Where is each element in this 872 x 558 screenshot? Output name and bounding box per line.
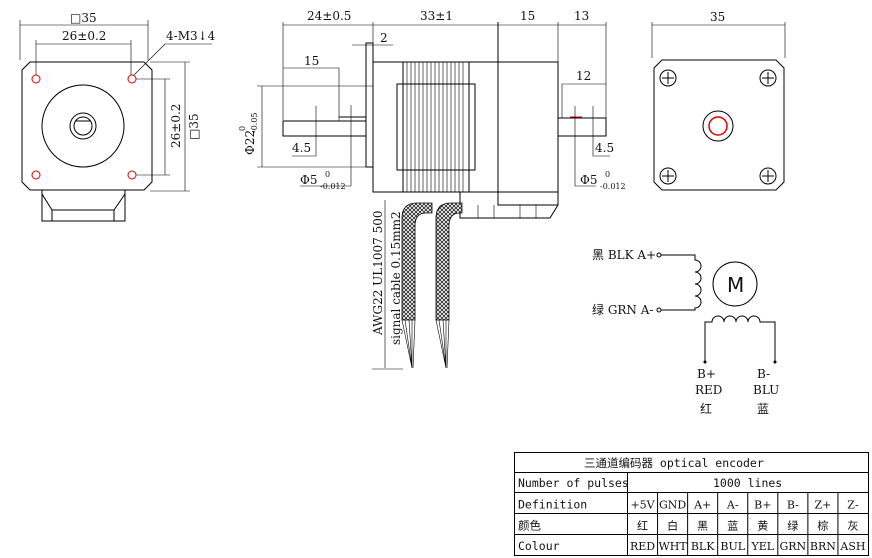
dim-width-rear: 35 (710, 10, 725, 24)
label-b-plus-color: RED (695, 383, 722, 397)
svg-text:Φ5: Φ5 (580, 173, 597, 187)
dim-hole-spacing-h: 26±0.2 (62, 29, 106, 43)
cable-1 (401, 202, 433, 321)
encoder-housing (459, 192, 559, 219)
table-cell: BRN (810, 540, 836, 553)
front-view: □35 26±0.2 26±0.2 □35 4-M3↓4 (19, 11, 216, 222)
dim-height: □35 (187, 113, 201, 140)
connector (41, 190, 126, 222)
table-title: 三通道编码器 optical encoder (584, 456, 764, 470)
dim-encoder: 15 (520, 9, 535, 23)
cable-2 (435, 202, 463, 321)
table-cell: 灰 (847, 519, 858, 533)
shaft (73, 116, 93, 136)
dim-body: 33±1 (420, 9, 453, 23)
table-cell: B- (787, 499, 799, 512)
table-cell: B+ (754, 499, 771, 512)
svg-text:-0.012: -0.012 (600, 182, 626, 191)
table-cell: BLK (691, 540, 715, 553)
coil-b (704, 315, 776, 362)
flange-outline (21, 61, 153, 191)
svg-text:0: 0 (325, 170, 330, 179)
row-label: Definition (518, 498, 587, 512)
motor-symbol (712, 261, 758, 307)
svg-text:0: 0 (238, 126, 247, 131)
table-cell: GND (659, 499, 686, 512)
table-cell: RED (630, 540, 655, 553)
table-cell: A+ (693, 499, 711, 512)
side-view: 24±0.5 33±1 15 13 2 15 12 4.5 4.5 Φ22 0 … (238, 9, 626, 370)
svg-text:-0.05: -0.05 (250, 112, 259, 133)
front-flange (365, 42, 374, 168)
dim-flat-front: 15 (304, 54, 319, 68)
svg-text:Φ22: Φ22 (243, 130, 257, 155)
dim-hole-spacing-v: 26±0.2 (169, 104, 183, 148)
motor-label: M (727, 273, 744, 297)
mounting-holes (31, 74, 137, 180)
hole-note: 4-M3↓4 (166, 29, 216, 43)
cable-spec-2: signal cable 0.15mm2 (389, 211, 403, 345)
table-cell: +5V (630, 499, 655, 512)
encoder-table: 三通道编码器 optical encoder Number of pulses … (514, 452, 869, 556)
label-b-plus-cn: 红 (700, 401, 712, 416)
dim-flange: 2 (380, 31, 388, 45)
table-cell: 蓝 (727, 520, 738, 533)
table-cell: 棕 (817, 519, 828, 533)
label-b-minus-cn: 蓝 (757, 402, 769, 416)
label-a-minus: 绿 GRN A- (592, 302, 653, 317)
shaft-outer (69, 112, 97, 140)
pulses-value: 1000 lines (713, 476, 782, 490)
table-cell: GRN (779, 540, 806, 553)
coil-a (661, 254, 702, 311)
table-cell: Z- (847, 499, 859, 512)
dim-flat-depth-rear: 4.5 (595, 141, 614, 155)
row-label: Colour (518, 539, 560, 553)
dim-boss-diameter: Φ22 0 -0.05 (238, 112, 259, 155)
dim-flat-rear: 12 (576, 69, 591, 83)
table-cell: 黑 (697, 520, 708, 533)
label-b-plus: B+ (697, 367, 716, 381)
cable-spec-1: AWG22 UL1007 500 (371, 210, 385, 336)
label-b-minus-color: BLU (753, 383, 779, 397)
table-cell: ASH (839, 540, 865, 553)
svg-text:0: 0 (605, 170, 610, 179)
stator-laminations (402, 61, 470, 193)
front-shaft (282, 120, 367, 137)
label-b-minus: B- (757, 367, 770, 381)
rear-shaft (557, 117, 607, 137)
dim-front-shaft: 24±0.5 (307, 9, 351, 23)
dim-width: □35 (70, 11, 97, 25)
table-cell: WHT (658, 540, 687, 553)
table-cell: 白 (667, 519, 678, 533)
svg-text:-0.012: -0.012 (320, 182, 346, 191)
pulses-label: Number of pulses (518, 476, 629, 490)
screws (659, 69, 777, 185)
table-cell: BUL (720, 540, 745, 553)
table-cell: 红 (637, 520, 648, 533)
table-cell: A- (726, 499, 739, 512)
table-cell: 黄 (757, 519, 768, 533)
rear-view: 35 (651, 10, 786, 191)
boss-circle (41, 84, 125, 168)
label-a-plus: 黑 BLK A+ (592, 248, 656, 262)
motor-body (372, 61, 559, 193)
table-cell: 绿 (787, 519, 798, 533)
dim-flat-depth-front: 4.5 (292, 141, 311, 155)
row-label: 颜色 (518, 519, 541, 533)
table-cell: YEL (750, 540, 774, 553)
rear-shaft-end (708, 116, 728, 136)
dim-rear-shaft: 13 (574, 9, 589, 23)
dim-shaft-front: Φ5 0 -0.012 (300, 170, 346, 191)
dim-shaft-rear: Φ5 0 -0.012 (580, 170, 626, 191)
svg-text:Φ5: Φ5 (300, 173, 317, 187)
wiring-diagram: 黑 BLK A+ 绿 GRN A- M B+ RED 红 B- BLU 蓝 (592, 248, 779, 416)
table-cell: Z+ (814, 499, 831, 512)
